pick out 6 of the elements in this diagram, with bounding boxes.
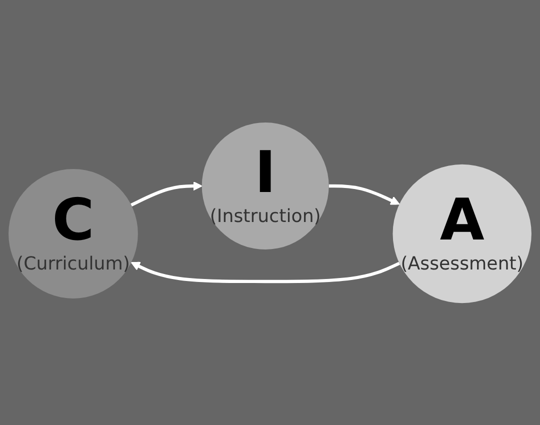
arrow	[328, 184, 400, 205]
node-circle: A (Assessment)	[392, 164, 532, 303]
node-circle: I (Instruction)	[202, 122, 329, 250]
arrow	[130, 262, 400, 283]
node-circle: C (Curriculum)	[8, 168, 138, 298]
arrow	[130, 181, 202, 206]
